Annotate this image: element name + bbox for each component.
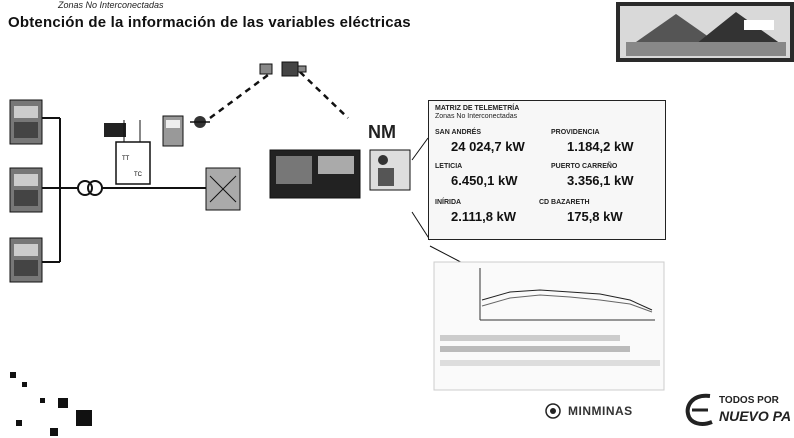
station-label: SAN ANDRÉS [435,129,481,136]
operator-icon [370,150,410,190]
panel-title: MATRIZ DE TELEMETRÍA [435,105,519,112]
station-label: PUERTO CARREÑO [551,163,617,170]
generator-icon-2 [10,168,42,212]
station-value: 2.111,8 kW [451,209,516,224]
nuevo-pais-logo-icon [682,392,716,428]
load-icon [206,168,240,210]
panel-subtitle: Zonas No Interconectadas [435,113,517,120]
station-label: LETICIA [435,163,462,170]
satellite-icon [260,62,306,76]
telemetry-panel: MATRIZ DE TELEMETRÍA Zonas No Interconec… [428,100,666,240]
svg-text:TC: TC [134,172,143,178]
workstation-icon [270,150,360,198]
station-value: 175,8 kW [567,209,623,224]
station-value: 1.184,2 kW [567,139,634,154]
station-label: CD BAZARETH [539,199,590,206]
transformer-icon [78,181,102,195]
footer-ministry: MINMINAS [568,404,633,418]
svg-text:TT: TT [122,156,130,162]
meter-icon [163,116,183,146]
generator-icon-3 [10,238,42,282]
station-label: INÍRIDA [435,199,461,206]
trend-chart-snapshot [434,262,664,390]
station-value: 24 024,7 kW [451,139,525,154]
decorative-squares [10,372,92,436]
nm-logo: NM [368,122,396,143]
footer-slogan-line2: NUEVO PA [719,408,791,424]
satellite-link [210,72,348,118]
station-value: 3.356,1 kW [567,173,634,188]
footer-slogan-line1: TODOS POR [719,395,779,406]
minminas-seal-icon [544,402,562,420]
station-label: PROVIDENCIA [551,129,600,136]
station-value: 6.450,1 kW [451,173,518,188]
generator-icon-1 [10,100,42,144]
